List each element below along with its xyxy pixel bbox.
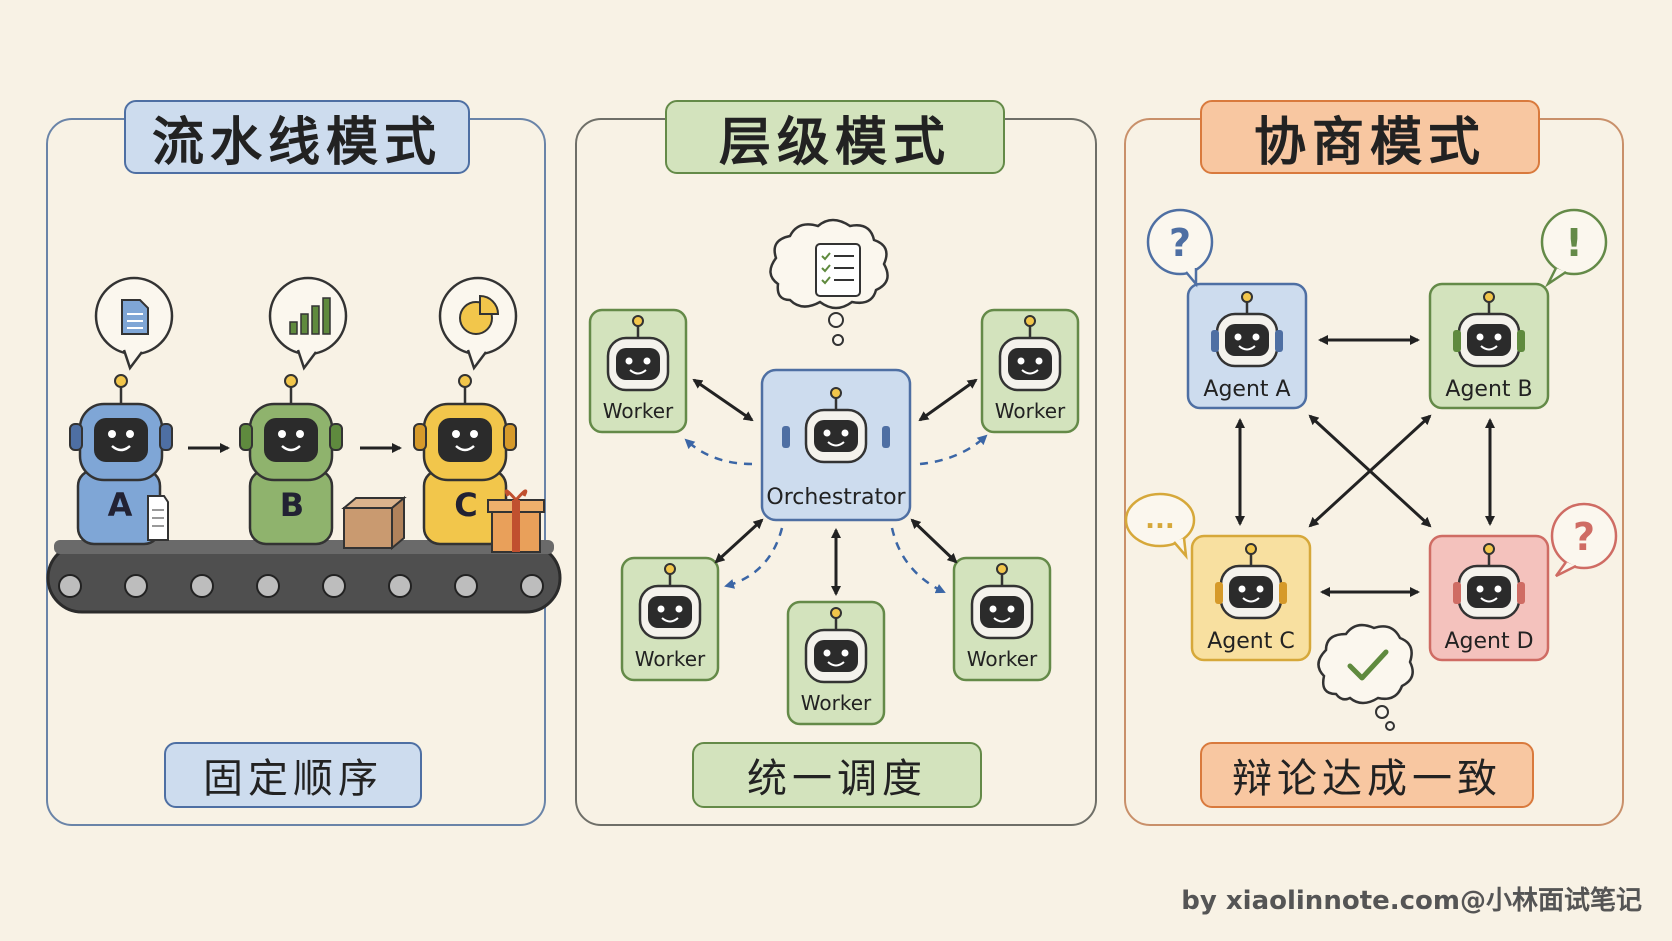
agent-c-label: Agent C: [1207, 629, 1294, 654]
dispatch-arrows: [684, 434, 988, 594]
worker-node: Worker: [952, 556, 1052, 682]
check-icon: [1347, 649, 1389, 681]
negotiation-title: 协商模式: [1200, 100, 1540, 174]
robot-a-letter: A: [108, 486, 133, 524]
worker-label: Worker: [603, 399, 674, 423]
svg-text:...: ...: [1145, 505, 1175, 535]
hierarchical-title: 层级模式: [665, 100, 1005, 174]
svg-text:!: !: [1565, 221, 1582, 265]
agent-a-label: Agent A: [1203, 377, 1290, 402]
question-bubble: ?: [1146, 208, 1214, 288]
agent-d-node: Agent D: [1428, 534, 1550, 662]
worker-label: Worker: [635, 647, 706, 671]
agent-b-node: Agent B: [1428, 282, 1550, 410]
robot-b-letter: B: [280, 486, 304, 524]
worker-node: Worker: [980, 308, 1080, 434]
worker-node: Worker: [588, 308, 688, 434]
question-bubble-red: ?: [1550, 502, 1618, 578]
orchestrator-node: Orchestrator: [760, 368, 912, 522]
bar-chart-bubble: [268, 276, 348, 371]
worker-node: Worker: [620, 556, 720, 682]
pipeline-title: 流水线模式: [124, 100, 470, 174]
svg-text:?: ?: [1169, 221, 1191, 265]
hierarchical-subtitle: 统一调度: [692, 742, 982, 808]
agent-d-label: Agent D: [1444, 629, 1533, 654]
worker-label: Worker: [995, 399, 1066, 423]
doc-bubble: [94, 276, 174, 371]
pie-chart-bubble: [438, 276, 518, 371]
agent-c-node: Agent C: [1190, 534, 1312, 662]
credit-text: by xiaolinnote.com@小林面试笔记: [1181, 886, 1642, 916]
thought-bubble: [769, 218, 889, 346]
negotiation-arrows: [1235, 335, 1495, 597]
hierarchy-arrows: [692, 378, 978, 596]
worker-node: Worker: [786, 600, 886, 726]
conveyor-belt: [46, 540, 562, 614]
worker-label: Worker: [801, 691, 872, 715]
negotiation-subtitle: 辩论达成一致: [1200, 742, 1534, 808]
robot-a: A: [69, 374, 173, 546]
exclaim-bubble: !: [1540, 208, 1608, 288]
robot-b: B: [239, 374, 407, 551]
svg-text:?: ?: [1573, 515, 1595, 559]
robot-c-letter: C: [454, 486, 477, 524]
consensus-bubble: [1317, 623, 1414, 731]
agent-a-node: Agent A: [1186, 282, 1308, 410]
ellipsis-bubble: ...: [1124, 492, 1196, 560]
pipeline-subtitle: 固定顺序: [164, 742, 422, 808]
orchestrator-label: Orchestrator: [766, 485, 906, 510]
worker-label: Worker: [967, 647, 1038, 671]
agent-b-label: Agent B: [1445, 377, 1532, 402]
robot-c: C: [413, 374, 545, 553]
